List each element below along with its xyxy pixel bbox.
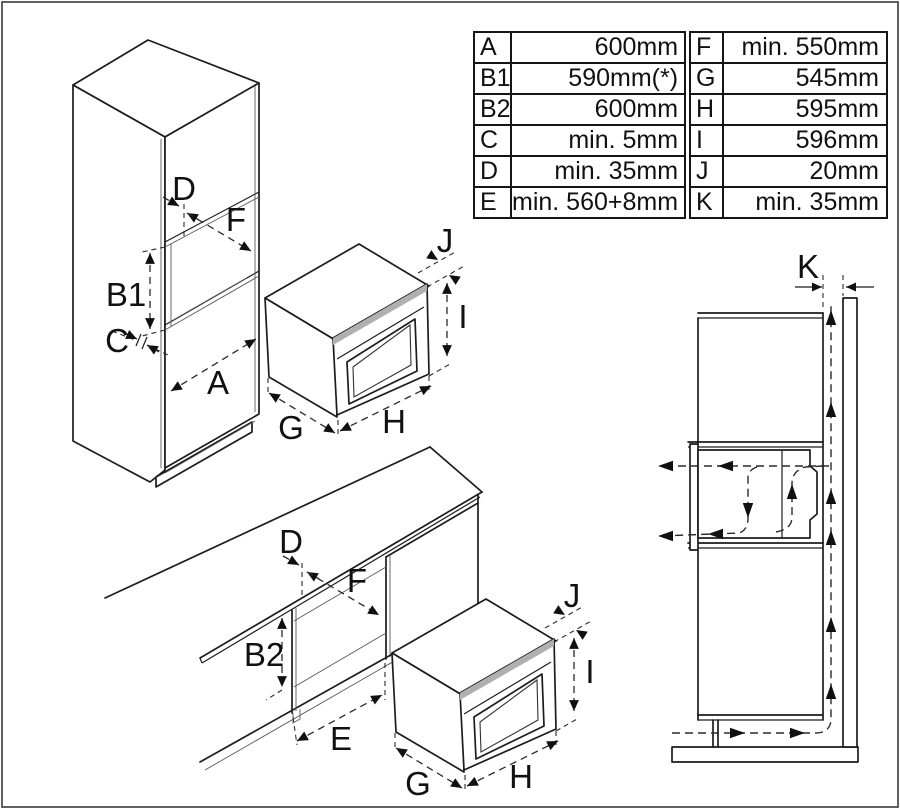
dim-value: 590mm(*)	[568, 64, 679, 92]
dim-label-g-top: G	[278, 409, 304, 446]
dim-key: A	[475, 33, 512, 62]
side-ventilation-view: K	[658, 248, 874, 763]
dim-label-a: A	[207, 364, 229, 401]
dim-key: G	[691, 64, 724, 93]
dim-key: C	[475, 126, 512, 155]
floor	[671, 746, 859, 763]
dim-value: min. 560+8mm	[512, 188, 679, 216]
oven-side-frame	[689, 443, 699, 551]
dim-key: B1	[475, 64, 512, 93]
dim-value: 596mm	[795, 126, 879, 154]
dim-key: H	[691, 95, 724, 124]
dim-key: D	[475, 157, 512, 186]
table-row: G 545mm	[691, 62, 886, 93]
dim-key: B2	[475, 95, 512, 124]
dim-label-e: E	[330, 720, 352, 757]
oven-bottom-diagram: J I H G	[391, 577, 595, 802]
dim-key: K	[691, 188, 724, 217]
oven-top-diagram: J I H G	[264, 222, 468, 446]
dim-value: 600mm	[594, 95, 679, 123]
base-cabinet-diagram: D F B2 E	[104, 446, 483, 771]
tall-cabinet-diagram: D F B1 C A	[72, 39, 260, 488]
dim-label-b2: B2	[244, 636, 284, 673]
dim-label-i-top: I	[458, 298, 467, 335]
dim-value: 20mm	[809, 157, 879, 185]
dim-label-j-top: J	[437, 222, 454, 259]
oven-side-body	[697, 449, 818, 539]
dim-value: 595mm	[795, 95, 879, 123]
table-row: B1 590mm(*)	[475, 62, 686, 93]
dim-key: J	[691, 157, 724, 186]
dim-label-c: C	[105, 322, 129, 359]
table-row: J 20mm	[691, 155, 886, 186]
dim-label-i-bottom: I	[585, 653, 594, 690]
wall	[842, 297, 858, 748]
cabinet-front-face	[164, 82, 260, 469]
dim-value: 545mm	[795, 64, 879, 92]
dim-value: min. 550mm	[741, 33, 879, 61]
dim-label-f-tall: F	[226, 201, 246, 238]
dim-label-j-bottom: J	[564, 577, 581, 614]
dim-label-d-base: D	[279, 523, 303, 560]
dim-key: I	[691, 126, 724, 155]
dim-value: min. 5mm	[568, 126, 679, 154]
dim-label-h-bottom: H	[509, 758, 533, 795]
dim-label-d-tall: D	[172, 170, 196, 207]
dim-label-h-top: H	[382, 403, 406, 440]
table-row: A 600mm	[475, 33, 685, 62]
dim-label-g-bottom: G	[405, 765, 431, 802]
table-row: I 596mm	[691, 124, 886, 155]
oven2-left-face	[391, 652, 465, 773]
table-row: H 595mm	[691, 93, 886, 124]
dim-value: 600mm	[594, 33, 679, 61]
cabinet-plinth	[155, 421, 253, 488]
dim-label-b1: B1	[106, 276, 146, 313]
dim-key: E	[475, 188, 512, 217]
dim-label-k: K	[797, 248, 819, 285]
dim-key: F	[691, 33, 724, 62]
dim-value: min. 35mm	[554, 157, 679, 185]
dim-value: min. 35mm	[755, 188, 879, 216]
dim-label-f-base: F	[347, 562, 367, 599]
oven-left-face	[264, 297, 338, 418]
airflow-arrowheads	[658, 310, 837, 739]
table-row: B2 600mm	[475, 93, 686, 124]
